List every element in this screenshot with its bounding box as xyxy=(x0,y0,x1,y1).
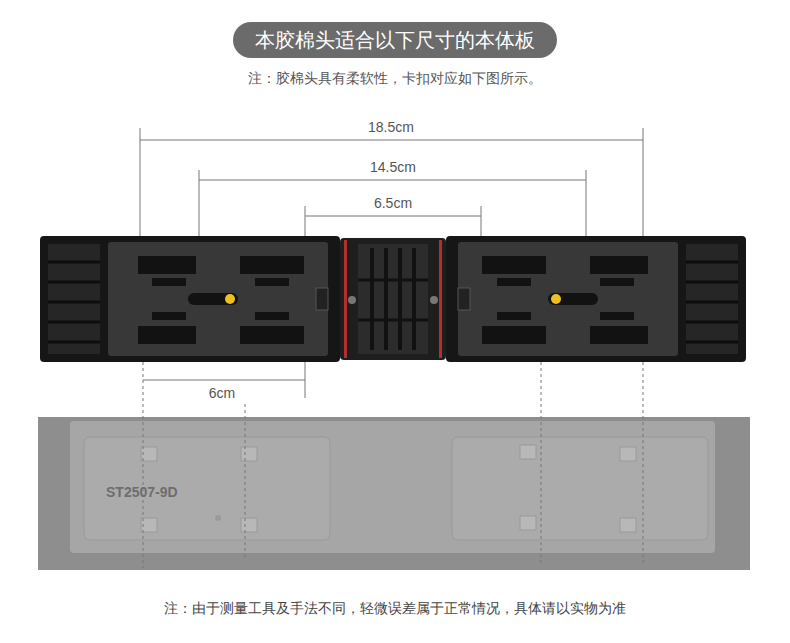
plate-body-part xyxy=(340,238,446,360)
title-pill: 本胶棉头适合以下尺寸的本体板 xyxy=(233,22,557,58)
plate-body-part xyxy=(370,248,374,350)
dimension-lines-part xyxy=(199,180,586,181)
title-text: 本胶棉头适合以下尺寸的本体板 xyxy=(255,29,535,51)
caption-note: 注：由于测量工具及手法不同，轻微误差属于正常情况，具体请以实物为准 xyxy=(164,600,626,617)
dimension-lines-part xyxy=(305,206,306,236)
dimension-lines-part xyxy=(305,216,481,217)
dimension-lines-part xyxy=(140,140,643,141)
dimension-lines-part xyxy=(143,380,305,381)
model-code: ST2507-9D xyxy=(104,484,180,501)
note-text: 注：胶棉头具有柔软性，卡扣对应如下图所示。 xyxy=(246,70,544,87)
plate-body-part xyxy=(40,236,340,362)
plate-body-part xyxy=(398,248,402,350)
dashed-guides-part xyxy=(643,362,644,565)
dimension-lines-part xyxy=(305,362,306,398)
dashed-guides xyxy=(143,362,643,568)
dashed-guides-part xyxy=(143,362,144,568)
plate-body-part xyxy=(358,279,428,282)
plate-body-part xyxy=(358,319,428,322)
dimension-label: 6.5cm xyxy=(372,195,414,212)
plate-body-part xyxy=(344,240,347,358)
sponge-head-part xyxy=(620,518,636,532)
sponge-head-part xyxy=(38,417,750,570)
plate-body-part xyxy=(439,240,442,358)
plate-body-part xyxy=(358,244,428,354)
dimension-lines-part xyxy=(199,170,200,236)
sponge-head-part xyxy=(241,518,257,532)
sponge-head-part xyxy=(241,447,257,461)
dashed-guides-part xyxy=(541,362,542,565)
sponge-head xyxy=(38,417,750,570)
sponge-head-part xyxy=(520,445,536,459)
dimension-label: 18.5cm xyxy=(366,119,416,136)
sponge-head-part xyxy=(84,437,330,540)
dimension-lines-part xyxy=(586,170,587,236)
dimension-label: 14.5cm xyxy=(368,159,418,176)
plate-body-part xyxy=(348,296,356,304)
plate-body-part xyxy=(412,248,416,350)
dimension-lines xyxy=(140,128,643,398)
plate-body-part xyxy=(430,296,438,304)
plate-body-part xyxy=(446,236,746,362)
plate-body xyxy=(40,236,746,362)
dimension-lines-part xyxy=(481,206,482,236)
plate-body-part xyxy=(384,248,388,350)
sponge-head-part xyxy=(215,515,221,521)
sponge-head-part xyxy=(452,437,708,540)
dimension-label: 6cm xyxy=(207,385,237,402)
dimension-lines-part xyxy=(643,128,644,236)
dashed-guides-part xyxy=(245,404,246,560)
dimension-lines-part xyxy=(140,128,141,236)
sponge-head-part xyxy=(70,421,715,553)
sponge-head-part xyxy=(520,516,536,530)
sponge-head-part xyxy=(620,447,636,461)
